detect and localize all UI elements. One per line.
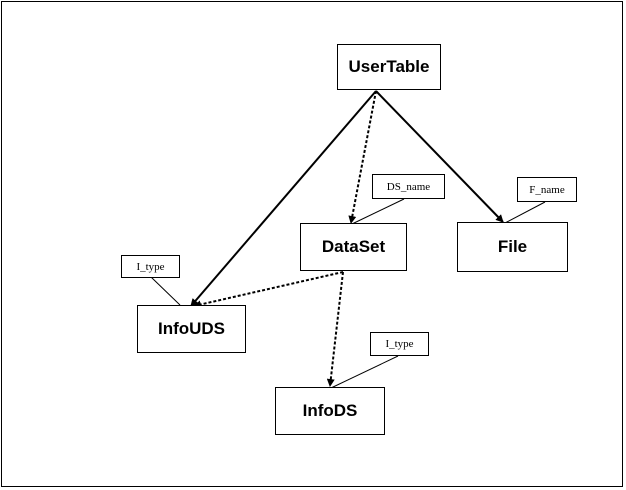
file-label: File bbox=[497, 237, 528, 256]
infods-label: InfoDS bbox=[302, 401, 358, 420]
infouds-label: InfoUDS bbox=[157, 319, 226, 338]
f-name-tag: F_name bbox=[517, 177, 577, 202]
ds-name-label: DS_name bbox=[386, 180, 431, 193]
dataset-node: DataSet bbox=[300, 223, 407, 271]
callout-line-f-name bbox=[504, 201, 546, 224]
dataset-label: DataSet bbox=[321, 237, 386, 256]
edge-usertable-infouds bbox=[190, 90, 377, 307]
f-name-label: F_name bbox=[529, 183, 565, 196]
edge-usertable-file bbox=[375, 90, 504, 223]
edge-dataset-infouds bbox=[193, 271, 344, 309]
ds-name-tag: DS_name bbox=[372, 174, 445, 199]
usertable-label: UserTable bbox=[348, 57, 430, 76]
callout-line-infods-type bbox=[330, 355, 399, 389]
infouds-type-tag: I_type bbox=[121, 255, 180, 278]
edge-dataset-infods bbox=[326, 271, 344, 387]
infods-node: InfoDS bbox=[275, 387, 385, 435]
callout-line-ds-name bbox=[351, 198, 405, 225]
infods-type-tag: I_type bbox=[370, 332, 429, 356]
usertable-node: UserTable bbox=[337, 44, 441, 90]
edge-usertable-dataset bbox=[348, 90, 377, 224]
infouds-node: InfoUDS bbox=[137, 305, 246, 353]
callout-line-infouds-type bbox=[150, 276, 181, 306]
file-node: File bbox=[457, 222, 568, 272]
infods-type-label: I_type bbox=[385, 338, 414, 350]
infouds-type-label: I_type bbox=[136, 260, 165, 273]
